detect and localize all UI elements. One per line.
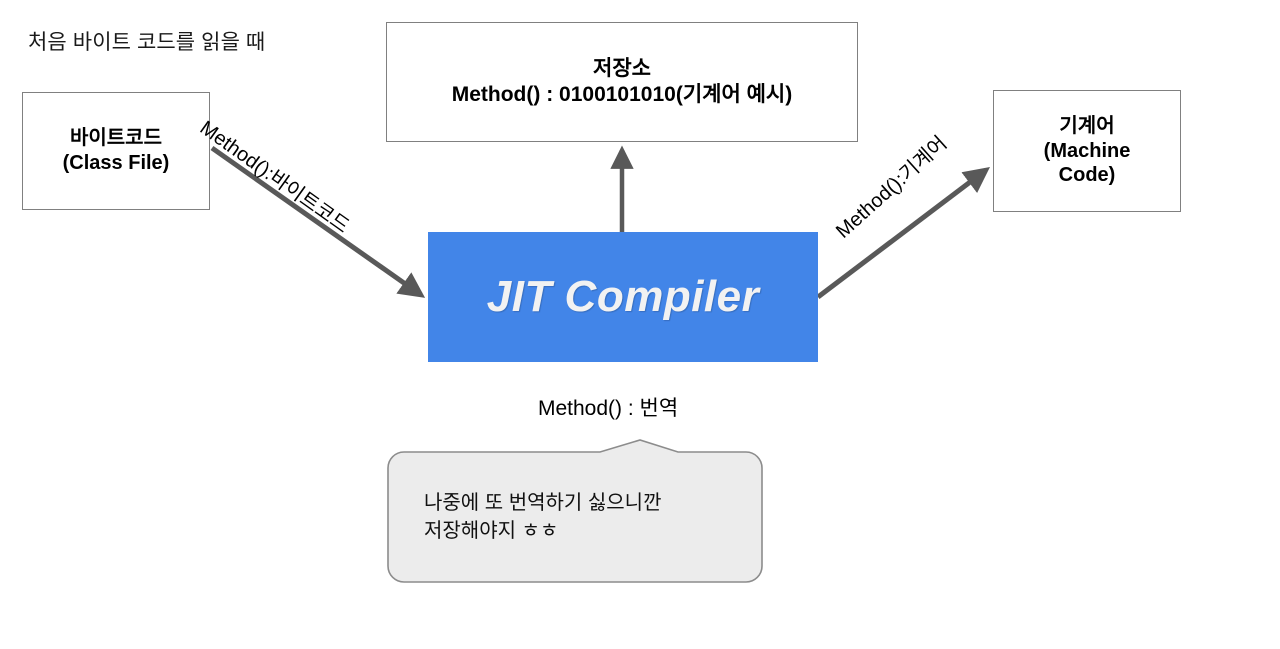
node-machine-code-subtitle2: Code) xyxy=(1058,164,1116,187)
node-jit-compiler[interactable]: JIT Compiler xyxy=(428,232,818,362)
node-jit-compiler-label: JIT Compiler xyxy=(486,272,760,321)
node-bytecode-title: 바이트코드 xyxy=(69,127,162,150)
node-bytecode-subtitle: (Class File) xyxy=(62,152,170,174)
page-title: 처음 바이트 코드를 읽을 때 xyxy=(28,31,266,54)
callout-bubble-text: 나중에 또 번역하기 싫으니깐 저장해야지 ㅎㅎ xyxy=(424,492,662,543)
node-machine-code-subtitle: (Machine xyxy=(1043,139,1131,162)
node-storage[interactable]: 저장소 Method() : 0100101010(기계어 예시) xyxy=(386,22,858,142)
node-machine-code[interactable]: 기계어 (Machine Code) xyxy=(993,90,1181,212)
node-bytecode[interactable]: 바이트코드 (Class File) xyxy=(22,92,210,210)
edge-label-jit-bottom: Method() : 번역 xyxy=(538,397,679,420)
edge-label-jit-to-machine-code: Method():기계어 xyxy=(832,132,952,243)
node-storage-subtitle: Method() : 0100101010(기계어 예시) xyxy=(451,83,793,106)
edge-label-bytecode-to-jit: Method():바이트코드 xyxy=(195,116,354,238)
callout-bubble: 나중에 또 번역하기 싫으니깐 저장해야지 ㅎㅎ xyxy=(388,437,762,583)
node-machine-code-title: 기계어 xyxy=(1059,114,1115,137)
node-storage-title: 저장소 xyxy=(593,56,651,80)
